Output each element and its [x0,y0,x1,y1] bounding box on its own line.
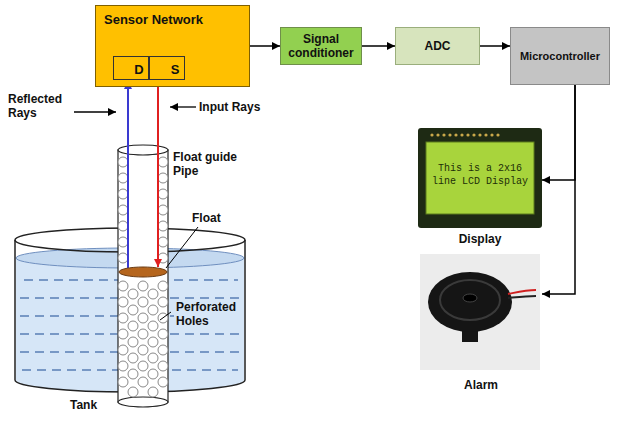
ray-label: Reflected Rays [8,92,72,120]
sensor-network-box: Sensor NetworkDS [95,5,250,87]
part-label: Tank [70,398,110,412]
lcd-display: This is a 2x16 line LCD DisplayDisplay [418,128,542,252]
float [119,267,167,277]
signal-arrow [250,45,280,47]
process-box: ADC [395,27,480,65]
process-box: Microcontroller [510,27,610,85]
signal-arrow [480,45,510,47]
device-label: Alarm [420,378,542,392]
lcd-picture [418,128,542,228]
screen-text: This is a 2x16 line LCD Display [428,162,532,188]
input-ray [157,81,159,267]
box-label: ADC [400,39,475,53]
label-arrow [170,106,196,107]
box-label: Signal conditioner [285,32,357,60]
signal-arrow [362,45,395,47]
alarm-buzzer: Alarm [420,254,542,400]
ray-label: Input Rays [199,100,269,114]
leader-line [166,227,198,268]
buzzer-picture [420,254,540,370]
process-box: Signal conditioner [280,27,362,65]
device-label: Display [418,232,542,246]
box-label: Microcontroller [515,49,605,63]
detector-box: D [113,56,149,80]
box-label: S [158,63,192,77]
part-label: Float [192,211,242,225]
label-arrow [74,111,116,112]
part-label: Perforated Holes [174,300,240,328]
box-title: Sensor Network [104,12,203,27]
source-box: S [149,56,185,80]
float-guide-pipe [118,145,168,407]
leader-line [160,312,171,320]
signal-arrow [542,85,575,180]
part-label: Float guide Pipe [173,150,251,178]
reflected-ray [127,81,129,268]
signal-arrow [542,85,575,294]
